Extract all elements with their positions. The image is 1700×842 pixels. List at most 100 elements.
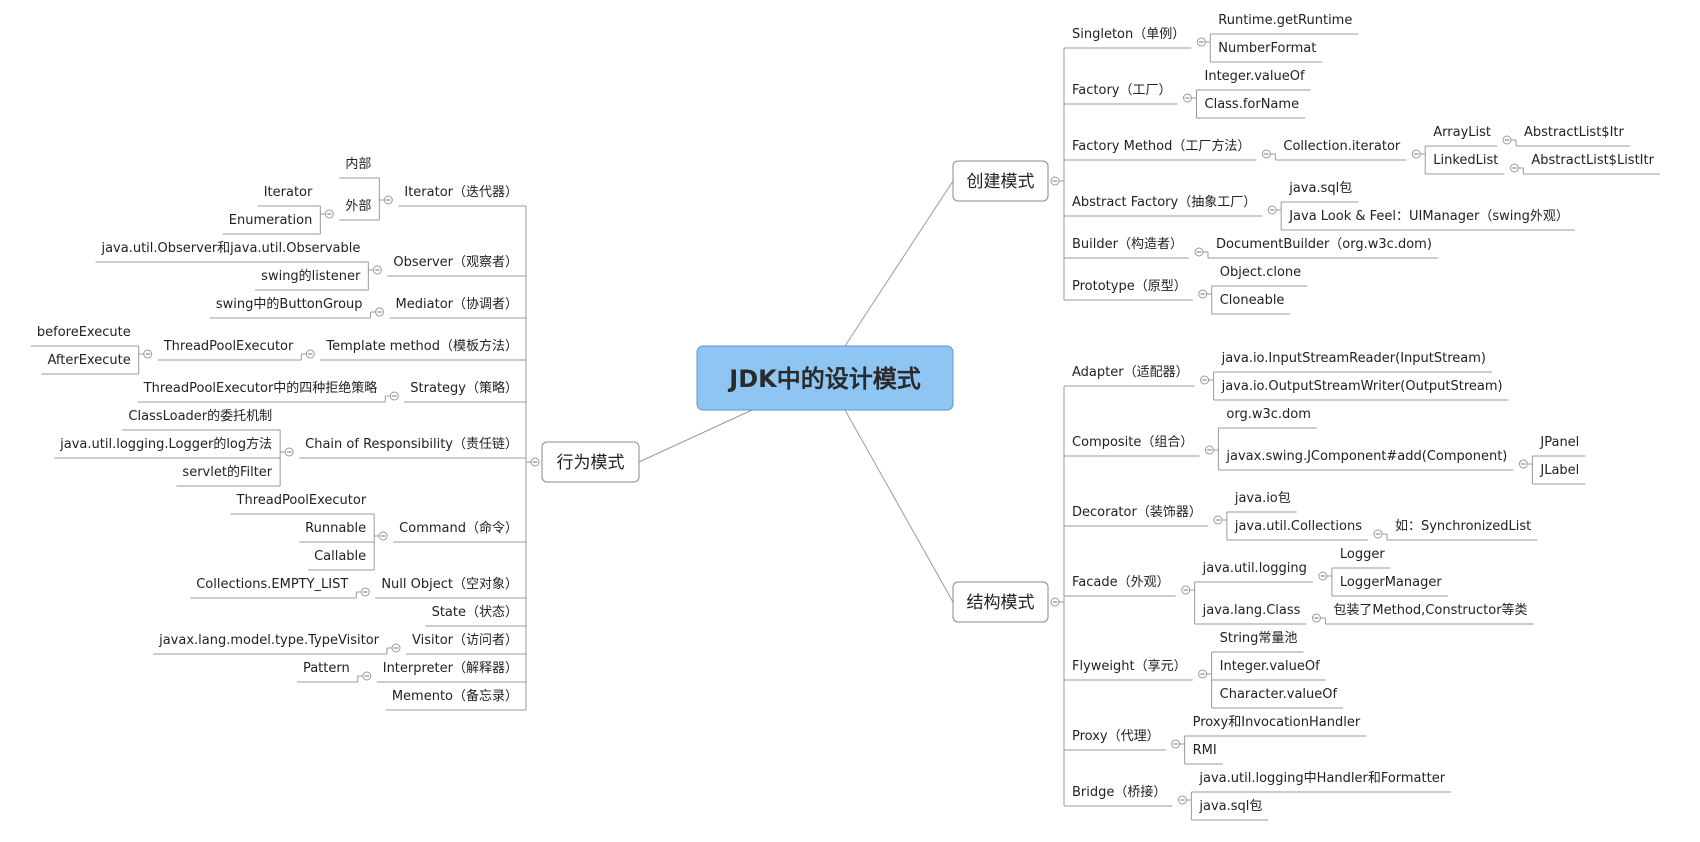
arraylist-collapse-toggle[interactable] [1502, 135, 1512, 145]
node-proxy-invocationhandler[interactable]: Proxy和InvocationHandler [1193, 715, 1361, 730]
node-enumeration[interactable]: Enumeration [229, 213, 313, 228]
iterator-collapse-toggle[interactable] [383, 195, 393, 205]
node-prototype[interactable]: Prototype（原型） [1072, 279, 1187, 294]
node-integer-valueof[interactable]: Integer.valueOf [1220, 659, 1320, 674]
node-observer[interactable]: Observer（观察者） [393, 255, 518, 270]
node-arraylist[interactable]: ArrayList [1433, 125, 1491, 140]
node-abstract-factory[interactable]: Abstract Factory（抽象工厂） [1072, 195, 1256, 210]
node-callable[interactable]: Callable [314, 549, 366, 564]
node-integer-valueof[interactable]: Integer.valueOf [1205, 69, 1305, 84]
abstract-factory-collapse-toggle[interactable] [1267, 205, 1277, 215]
node-template-method[interactable]: Template method（模板方法） [325, 338, 518, 354]
node-factory[interactable]: Factory（工厂） [1072, 83, 1172, 98]
node-java-util-logging-handler-formatter[interactable]: java.util.logging中Handler和Formatter [1198, 771, 1445, 786]
command-collapse-toggle[interactable] [378, 531, 388, 541]
node-classloader[interactable]: ClassLoader的委托机制 [128, 408, 272, 424]
node-collapse-toggle[interactable] [324, 209, 334, 219]
node-null-object[interactable]: Null Object（空对象） [381, 577, 518, 592]
node-proxy[interactable]: Proxy（代理） [1072, 729, 1160, 744]
node-string[interactable]: String常量池 [1220, 631, 1298, 646]
node-strategy[interactable]: Strategy（策略） [410, 380, 518, 396]
branch-1-collapse-toggle[interactable] [1050, 597, 1060, 607]
node-iterator[interactable]: Iterator（迭代器） [404, 185, 518, 200]
facade-collapse-toggle[interactable] [1181, 585, 1191, 595]
node-adapter[interactable]: Adapter（适配器） [1072, 365, 1189, 380]
node-node[interactable]: 内部 [345, 156, 371, 172]
node-documentbuilder-org-w3c-dom[interactable]: DocumentBuilder（org.w3c.dom) [1216, 237, 1432, 252]
node-node[interactable]: 外部 [345, 199, 371, 214]
node-java-lang-class[interactable]: java.lang.Class [1202, 603, 1301, 618]
java-util-collections-collapse-toggle[interactable] [1373, 529, 1383, 539]
node-cloneable[interactable]: Cloneable [1220, 293, 1285, 308]
node-logger[interactable]: Logger [1340, 547, 1385, 562]
node-rmi[interactable]: RMI [1193, 743, 1217, 758]
node-chain-of-responsibility[interactable]: Chain of Responsibility（责任链） [305, 437, 518, 452]
node-loggermanager[interactable]: LoggerManager [1340, 575, 1442, 590]
node-javax-swing-jcomponent-add-component[interactable]: javax.swing.JComponent#add(Component) [1225, 449, 1507, 464]
java-lang-class-collapse-toggle[interactable] [1311, 613, 1321, 623]
node-collection-iterator[interactable]: Collection.iterator [1283, 139, 1401, 154]
node-visitor[interactable]: Visitor（访问者） [412, 633, 518, 648]
builder-collapse-toggle[interactable] [1194, 247, 1204, 257]
node-singleton[interactable]: Singleton（单例） [1072, 27, 1185, 42]
branch-2-box[interactable] [541, 441, 640, 483]
chain-of-responsibility-collapse-toggle[interactable] [284, 447, 294, 457]
node-memento[interactable]: Memento（备忘录） [392, 688, 518, 704]
node-java-util-collections[interactable]: java.util.Collections [1234, 519, 1362, 534]
node-abstractlist-listitr[interactable]: AbstractList$ListItr [1531, 153, 1654, 168]
node-collections-empty-list[interactable]: Collections.EMPTY_LIST [196, 577, 348, 592]
strategy-collapse-toggle[interactable] [389, 391, 399, 401]
node-java-util-logging[interactable]: java.util.logging [1202, 561, 1307, 576]
node-threadpoolexecutor[interactable]: ThreadPoolExecutor [163, 339, 294, 354]
node-class-forname[interactable]: Class.forName [1205, 97, 1300, 112]
branch-2-collapse-toggle[interactable] [530, 457, 540, 467]
node-runnable[interactable]: Runnable [305, 521, 366, 536]
node-builder[interactable]: Builder（构造者） [1072, 237, 1183, 252]
node-character-valueof[interactable]: Character.valueOf [1220, 687, 1338, 702]
node-java-util-observer-java-util-observable[interactable]: java.util.Observer和java.util.Observable [100, 241, 360, 256]
node-java-sql[interactable]: java.sql包 [1198, 799, 1262, 814]
node-linkedlist[interactable]: LinkedList [1433, 153, 1498, 168]
observer-collapse-toggle[interactable] [372, 265, 382, 275]
node-threadpoolexecutor[interactable]: ThreadPoolExecutor中的四种拒绝策略 [143, 380, 378, 396]
node-iterator[interactable]: Iterator [264, 185, 313, 200]
node-java-look-feel-uimanager-swing[interactable]: Java Look & Feel：UIManager（swing外观） [1288, 209, 1569, 224]
node-command[interactable]: Command（命令） [399, 520, 518, 536]
node-facade[interactable]: Facade（外观） [1072, 575, 1170, 590]
branch-0-box[interactable] [952, 160, 1049, 202]
mediator-collapse-toggle[interactable] [375, 307, 385, 317]
node-servlet-filter[interactable]: servlet的Filter [182, 464, 272, 480]
collection-iterator-collapse-toggle[interactable] [1411, 149, 1421, 159]
node-java-io-outputstreamwriter-outputstream[interactable]: java.io.OutputStreamWriter(OutputStream) [1221, 379, 1503, 394]
node-jlabel[interactable]: JLabel [1539, 463, 1579, 478]
proxy-collapse-toggle[interactable] [1171, 739, 1181, 749]
node-interpreter[interactable]: Interpreter（解释器） [383, 661, 518, 676]
composite-collapse-toggle[interactable] [1204, 445, 1214, 455]
node-java-io[interactable]: java.io包 [1234, 491, 1291, 506]
node-bridge[interactable]: Bridge（桥接） [1072, 784, 1166, 800]
node-object-clone[interactable]: Object.clone [1220, 265, 1301, 280]
flyweight-collapse-toggle[interactable] [1198, 669, 1208, 679]
node-decorator[interactable]: Decorator（装饰器） [1072, 505, 1202, 520]
node-abstractlist-itr[interactable]: AbstractList$Itr [1524, 125, 1624, 140]
node-beforeexecute[interactable]: beforeExecute [37, 325, 131, 340]
interpreter-collapse-toggle[interactable] [362, 671, 372, 681]
node-factory-method[interactable]: Factory Method（工厂方法） [1072, 138, 1250, 154]
branch-0-collapse-toggle[interactable] [1050, 176, 1060, 186]
node-swing-buttongroup[interactable]: swing中的ButtonGroup [216, 296, 363, 312]
node-flyweight[interactable]: Flyweight（享元） [1072, 658, 1187, 674]
visitor-collapse-toggle[interactable] [391, 643, 401, 653]
node-state[interactable]: State（状态） [432, 605, 518, 620]
node-java-sql[interactable]: java.sql包 [1288, 181, 1352, 196]
node-pattern[interactable]: Pattern [303, 661, 350, 676]
bridge-collapse-toggle[interactable] [1177, 795, 1187, 805]
linkedlist-collapse-toggle[interactable] [1509, 163, 1519, 173]
node-org-w3c-dom[interactable]: org.w3c.dom [1226, 407, 1311, 422]
prototype-collapse-toggle[interactable] [1198, 289, 1208, 299]
node-method-constructor[interactable]: 包装了Method,Constructor等类 [1333, 602, 1527, 618]
factory-collapse-toggle[interactable] [1183, 93, 1192, 103]
node-jpanel[interactable]: JPanel [1539, 435, 1579, 450]
node-threadpoolexecutor[interactable]: ThreadPoolExecutor [236, 493, 367, 508]
factory-method-collapse-toggle[interactable] [1261, 149, 1271, 159]
singleton-collapse-toggle[interactable] [1196, 37, 1206, 47]
